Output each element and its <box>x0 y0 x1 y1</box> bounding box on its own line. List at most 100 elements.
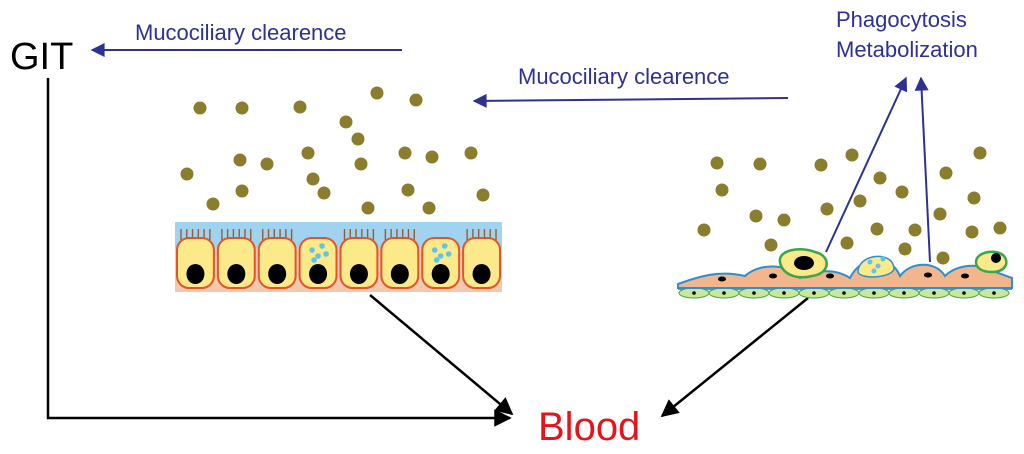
nucleus <box>782 291 786 295</box>
mucus-granule <box>323 251 329 257</box>
airway-to-blood-arrow <box>369 294 514 416</box>
epithelial-cell <box>216 237 256 289</box>
particle-dot <box>425 150 439 164</box>
particle-dot <box>293 100 307 114</box>
lamellar-body <box>880 256 886 262</box>
nucleus <box>186 264 205 284</box>
mucus-granule <box>309 247 315 253</box>
epithelial-cell <box>339 237 379 289</box>
nucleus <box>769 273 777 279</box>
nucleus <box>924 272 932 278</box>
nucleus <box>722 291 726 295</box>
phagocytosis-arrow-left <box>825 76 908 253</box>
mucus-granule <box>319 243 325 249</box>
particle-dot <box>936 251 950 265</box>
particle-dot <box>753 157 767 171</box>
particle-dot <box>908 223 922 237</box>
particle-dot <box>710 156 724 170</box>
particle-dot <box>873 171 887 185</box>
particle-dot <box>306 172 320 186</box>
ciliated-epithelium-icon <box>175 222 502 292</box>
particle-dot <box>777 213 791 227</box>
macrophage-nucleus <box>991 253 1001 263</box>
particle-dot <box>476 188 490 202</box>
particle-dot <box>715 183 729 197</box>
particle-dot <box>845 148 859 162</box>
nucleus <box>826 273 834 279</box>
nucleus <box>752 291 756 295</box>
particle-dot <box>870 222 884 236</box>
git-label: GIT <box>10 36 73 78</box>
alveolar-lining <box>677 258 1013 289</box>
mucociliary-label-top: Mucociliary clearence <box>135 20 347 45</box>
epithelial-cell <box>380 237 420 289</box>
mucus-granule <box>431 247 438 253</box>
mucus-granule <box>315 253 321 259</box>
lamellar-body <box>875 263 881 269</box>
particle-dot <box>398 146 412 160</box>
epithelial-cell <box>176 237 215 289</box>
particle-dot <box>370 86 384 100</box>
particle-dot <box>814 158 828 172</box>
particle-dot <box>973 146 987 160</box>
particle-dot <box>235 184 249 198</box>
particle-dot <box>354 157 368 171</box>
particle-dot <box>965 225 979 239</box>
particle-dot <box>317 186 331 200</box>
phagocytosis-label: Phagocytosis <box>836 7 967 32</box>
nucleus <box>431 264 450 284</box>
epithelial-cell <box>298 237 338 289</box>
metabolization-label: Metabolization <box>836 37 978 62</box>
nucleus <box>872 291 876 295</box>
particle-dot <box>409 93 423 107</box>
particle-dot <box>898 242 912 256</box>
nucleus <box>842 291 846 295</box>
particle-dot <box>422 201 436 215</box>
mucus-granule <box>445 251 452 257</box>
particle-dot <box>764 238 778 252</box>
particle-dot <box>206 197 220 211</box>
macrophage-right <box>974 250 1008 274</box>
lamellar-body <box>867 259 873 265</box>
nucleus <box>902 291 906 295</box>
mucus-granule <box>311 257 317 263</box>
phagocytosis-arrow-right <box>914 76 931 263</box>
particle-dot <box>993 221 1007 235</box>
particle-dot <box>180 167 194 181</box>
particle-dot <box>749 209 763 223</box>
particle-dot <box>853 194 867 208</box>
particles-airway <box>180 86 490 215</box>
mucus-granule <box>437 253 444 259</box>
particle-dot <box>361 201 375 215</box>
particle-dot <box>697 223 711 237</box>
blood-label: Blood <box>538 405 640 449</box>
particle-dot <box>301 146 315 160</box>
nucleus <box>812 291 816 295</box>
mucociliary-arrow-mid <box>472 93 789 108</box>
particle-dot <box>339 115 353 129</box>
git-to-blood-arrow <box>46 78 512 427</box>
nucleus <box>718 276 726 282</box>
particles-alveolar <box>697 146 1007 265</box>
macrophage-nucleus <box>794 256 814 270</box>
particle-dot <box>939 166 953 180</box>
mucus-granule <box>433 257 440 263</box>
particle-dot <box>351 132 365 146</box>
nucleus <box>692 291 696 295</box>
particle-dot <box>260 157 274 171</box>
nucleus <box>309 264 328 284</box>
nucleus <box>472 264 491 284</box>
particle-dot <box>840 236 854 250</box>
particle-dot <box>235 101 249 115</box>
nucleus <box>268 264 287 284</box>
nucleus <box>390 264 409 284</box>
lamellar-body <box>871 268 877 274</box>
mucus-granule <box>441 243 448 249</box>
particle-dot <box>401 183 415 197</box>
capillary-cells <box>678 287 1010 299</box>
nucleus <box>932 291 936 295</box>
alveolar-to-blood-arrow <box>660 297 809 418</box>
nucleus <box>961 273 969 279</box>
